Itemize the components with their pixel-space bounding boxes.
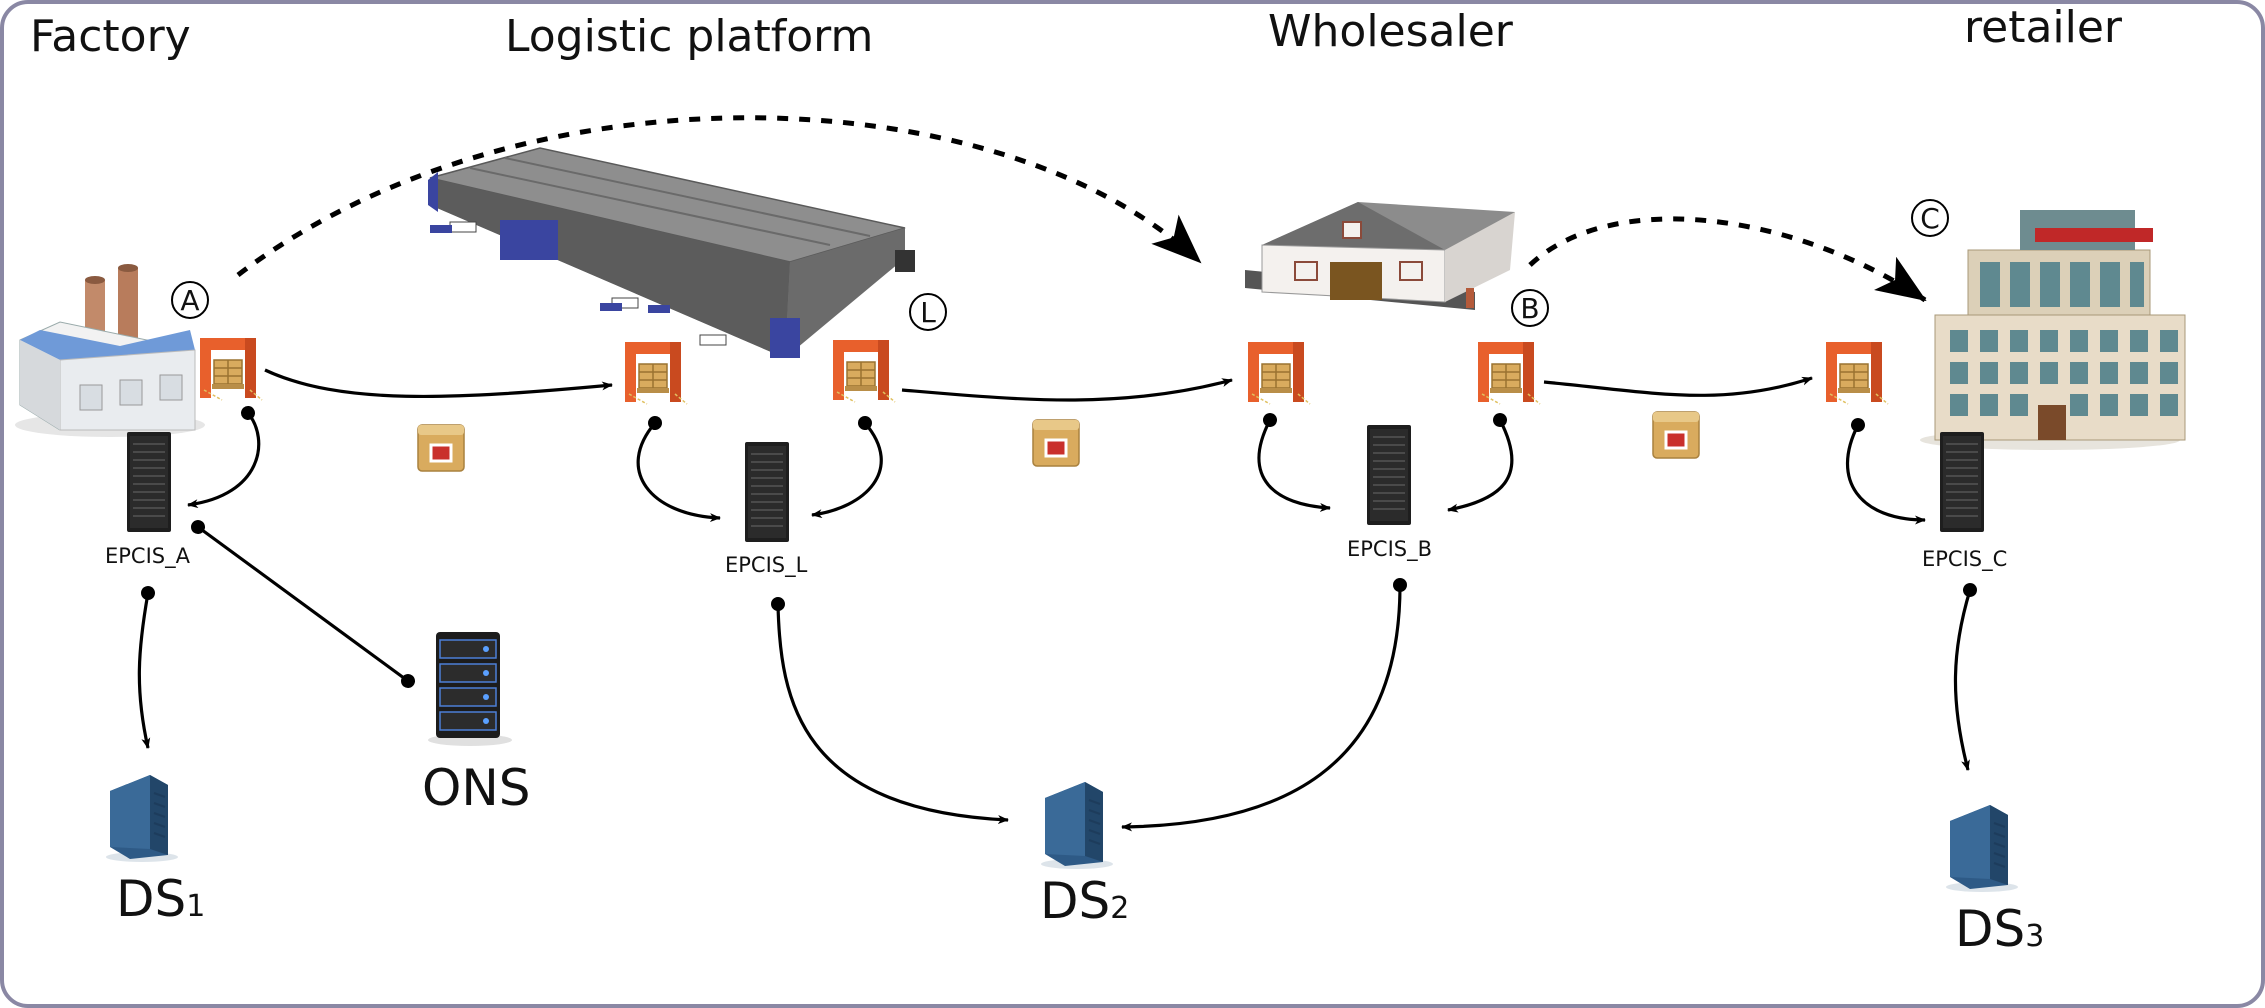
ons-server-icon — [428, 632, 512, 746]
epcis-label-b: EPCIS_B — [1347, 537, 1432, 562]
capture-arrow — [187, 406, 261, 509]
dashed-flow-arrow — [236, 115, 1202, 277]
warehouse-icon — [428, 147, 915, 358]
capture-arrow — [636, 416, 721, 523]
epcis-label-l: EPCIS_L — [725, 553, 808, 578]
dashed-flow-arrow — [1528, 216, 1927, 303]
ds-link-arrow — [137, 586, 155, 749]
package-icon — [1651, 410, 1701, 460]
epcis-server-icon — [126, 431, 172, 533]
ons-label: ONS — [422, 759, 531, 817]
epcis-server-icon — [1366, 424, 1412, 526]
flow-arrow — [264, 368, 613, 398]
wholesaler-icon — [1245, 202, 1515, 310]
building-icon — [1920, 210, 2186, 450]
epcis-label-a: EPCIS_A — [105, 544, 191, 569]
stage-title-logistic-platform: Logistic platform — [505, 11, 873, 62]
marker-a: A — [171, 281, 209, 319]
capture-arrow — [811, 416, 883, 519]
ds-link-arrow — [771, 597, 1009, 825]
epcis-server-icon — [1939, 431, 1985, 533]
svg-text:B: B — [1520, 292, 1539, 325]
stage-title-factory: Factory — [30, 11, 191, 62]
capture-arrow — [1257, 413, 1331, 512]
epcis-server-icon — [744, 441, 790, 543]
ds1-label: DS1 — [116, 870, 205, 928]
ons-link-line — [191, 520, 415, 688]
package-icon — [416, 423, 466, 473]
package-icon — [1031, 418, 1081, 468]
capture-arrow — [1846, 418, 1926, 525]
marker-c: C — [1911, 199, 1949, 237]
svg-text:A: A — [180, 284, 199, 317]
svg-text:L: L — [920, 296, 936, 329]
ds-link-arrow — [1953, 583, 1977, 771]
svg-text:C: C — [1920, 202, 1940, 235]
factory-icon — [15, 264, 205, 437]
ds2-label: DS2 — [1040, 872, 1129, 930]
marker-b: B — [1511, 289, 1549, 327]
stage-title-retailer: retailer — [1964, 2, 2123, 53]
marker-l: L — [909, 293, 947, 331]
stage-title-wholesaler: Wholesaler — [1268, 6, 1514, 57]
epcis-label-c: EPCIS_C — [1922, 547, 2007, 572]
ds3-label: DS3 — [1955, 900, 2044, 958]
capture-arrow — [1447, 413, 1514, 513]
flow-arrow — [1543, 376, 1813, 397]
ds-link-arrow — [1121, 578, 1407, 832]
flow-arrow — [901, 378, 1233, 402]
